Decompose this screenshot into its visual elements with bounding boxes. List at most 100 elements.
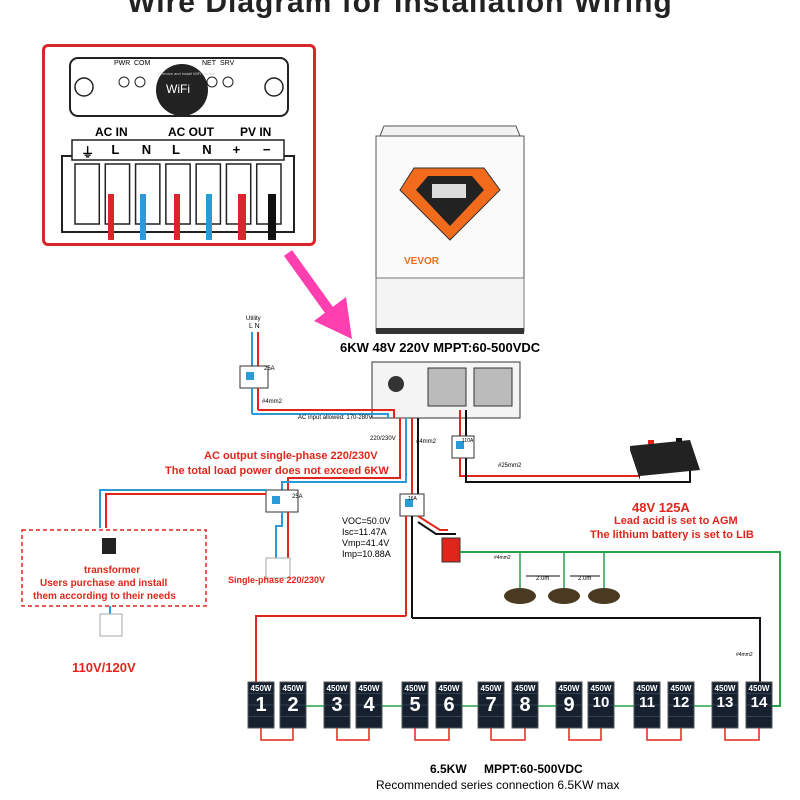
terminal-label: L <box>111 142 120 157</box>
pv-panel-wattage: 450W <box>358 684 380 693</box>
ground-mound <box>588 588 620 604</box>
group-label-ac-out: AC OUT <box>168 125 214 139</box>
pv-isc: Isc=11.47A <box>342 527 387 537</box>
transformer-title: transformer <box>84 565 141 576</box>
wifi-label: WiFi <box>166 82 190 96</box>
series-jumper-wire <box>568 728 602 741</box>
socket-110v-label: 110V/120V <box>72 660 136 675</box>
pv-panel-wattage: 450W <box>670 684 692 693</box>
screw-icon <box>264 77 284 97</box>
utility-label: Utility <box>246 316 261 322</box>
indicator-label: PWR <box>114 60 131 67</box>
pv-breaker-rating: 16A <box>408 496 417 502</box>
indicator-led-icon <box>118 76 130 88</box>
page-heading: Wire Diagram for Installation Wiring <box>127 0 673 19</box>
pv-voc: VOC=50.0V <box>342 516 391 526</box>
ac-output-line2: The total load power does not exceed 6KW <box>165 465 389 477</box>
transformer-box <box>21 529 207 607</box>
series-jumper-wire <box>646 728 682 741</box>
battery-line2: The lithium battery is set to LIB <box>590 529 754 541</box>
inverter-unit <box>375 125 525 334</box>
pv-panel-wattage: 450W <box>514 684 536 693</box>
indicator-label: NET <box>202 60 216 67</box>
pv-panel-wattage: 450W <box>714 684 736 693</box>
series-jumper-wire <box>260 728 294 741</box>
pv-panel-number: 3 <box>331 694 343 716</box>
pv-panel-wattage: 450W <box>480 684 502 693</box>
pv-panel-number: 14 <box>750 694 768 711</box>
wire-ac-out-l <box>174 194 180 240</box>
terminal-label: N <box>202 142 212 157</box>
ac-output-breaker-rating: 25A <box>292 494 303 500</box>
ground-spacing-1: 2.0m <box>536 576 550 582</box>
group-label-pv-in: PV IN <box>240 125 272 139</box>
surge-protector <box>441 537 461 563</box>
pv-panel-number: 13 <box>716 694 734 711</box>
battery-wire-size: #4mm2 <box>416 439 437 445</box>
inverter-voltage-note: 220/230V <box>370 436 396 442</box>
indicator-label: COM <box>134 60 151 67</box>
panel-wire-size: #4mm2 <box>736 652 753 658</box>
footer-recommendation: Recommended series connection 6.5KW max <box>376 778 620 792</box>
wire-ac-in-l <box>108 194 114 240</box>
pv-panel-number: 10 <box>592 694 610 711</box>
group-label-ac-in: AC IN <box>95 125 128 139</box>
indicator-led-icon <box>206 76 218 88</box>
pv-panel-wattage: 450W <box>404 684 426 693</box>
wire-ac-in-n <box>140 194 146 240</box>
pv-panel-wattage: 450W <box>748 684 770 693</box>
inverter-model-label: 6KW 48V 220V MPPT:60-500VDC <box>340 340 541 355</box>
ground-spacing-2: 2.0m <box>578 576 592 582</box>
utility-breaker-rating: 25A <box>264 366 275 372</box>
series-jumper-wire <box>414 728 450 741</box>
series-jumper-wire <box>490 728 526 741</box>
series-jumper-wire <box>336 728 370 741</box>
pointer-arrow-icon <box>283 250 352 339</box>
pv-panel-number: 6 <box>443 694 455 716</box>
wire-ac-out-n <box>206 194 212 240</box>
pv-panel-number: 4 <box>363 694 375 716</box>
terminal-label: ⏚ <box>81 145 95 160</box>
pv-panel-wattage: 450W <box>558 684 580 693</box>
pv-panel-number: 2 <box>287 694 299 716</box>
single-phase-socket-label: Single-phase 220/230V <box>228 575 326 585</box>
pv-panel-number: 8 <box>519 694 531 716</box>
pv-panel-number: 12 <box>672 694 690 711</box>
pv-panel-wattage: 450W <box>636 684 658 693</box>
utility-wire-size: #4mm2 <box>262 399 283 405</box>
battery-icon <box>630 438 700 480</box>
pv-panel-number: 9 <box>563 694 575 716</box>
terminal-slot <box>134 163 161 225</box>
battery-title: 48V 125A <box>632 500 690 515</box>
indicator-led-icon <box>222 76 234 88</box>
indicator-led-icon <box>134 76 146 88</box>
pv-panel-wattage: 450W <box>250 684 272 693</box>
pv-panel-number: 5 <box>409 694 421 716</box>
indicator-label: SRV <box>220 60 235 67</box>
transformer-line2: them according to their needs <box>33 591 176 602</box>
pv-panel-number: 1 <box>255 694 267 716</box>
wifi-ring-text: Remove and install WiFi module <box>158 71 216 76</box>
transformer-line1: Users purchase and install <box>40 578 168 589</box>
terminal-slot <box>74 163 101 225</box>
wifi-module-icon <box>156 64 208 116</box>
footer-power: 6.5KW <box>430 762 467 776</box>
pv-panel-array <box>247 681 773 741</box>
ac-input-note: AC input allowed: 170-280V <box>298 415 373 421</box>
series-jumper-wire <box>724 728 760 741</box>
terminal-label: + <box>232 142 241 157</box>
terminal-label: − <box>262 142 271 157</box>
wire-pv-neg <box>268 194 276 240</box>
screw-icon <box>74 77 94 97</box>
terminal-label: N <box>141 142 152 157</box>
terminal-closeup-drawing <box>61 57 295 240</box>
utility-lines: L N <box>249 323 260 330</box>
pv-panel-wattage: 450W <box>438 684 460 693</box>
ac-output-line1: AC output single-phase 220/230V <box>204 450 378 462</box>
footer-mppt: MPPT:60-500VDC <box>484 762 583 776</box>
pv-panel-wattage: 450W <box>590 684 612 693</box>
ground-mound <box>548 588 580 604</box>
battery-line1: Lead acid is set to AGM <box>614 515 738 527</box>
transformer-icon <box>102 538 116 554</box>
